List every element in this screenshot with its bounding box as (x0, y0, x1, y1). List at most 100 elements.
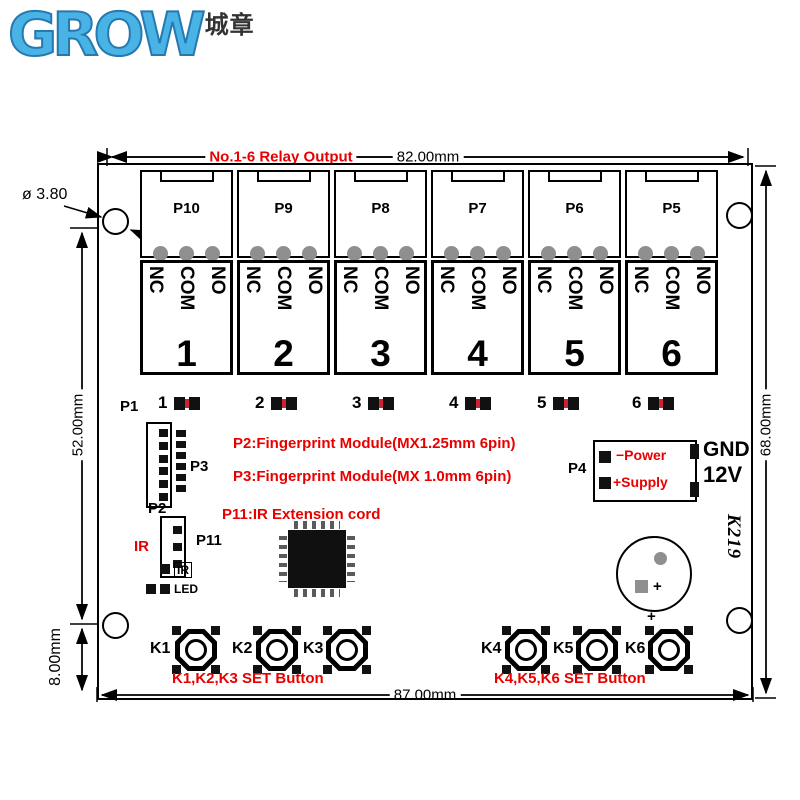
led-pad-label: LED (174, 582, 198, 596)
relay-terminal-block: NC COM NO 3 (334, 260, 427, 375)
set-button-k3 (323, 626, 371, 674)
relay-terminal-block: NC COM NO 2 (237, 260, 330, 375)
led-component (553, 396, 580, 410)
relay-connector-3: P8 NC COM NO 3 (334, 170, 427, 375)
mounting-hole-top-right (726, 202, 753, 229)
relay-pin-com: COM (273, 266, 294, 311)
relay-pin-nc: NC (242, 266, 263, 294)
button-label-k6: K6 (625, 640, 646, 657)
button-label-k3: K3 (303, 640, 324, 657)
relay-housing: P5 (625, 170, 718, 258)
relay-solder-pins (237, 246, 330, 261)
relay-slot (450, 170, 505, 182)
set-button-k4 (502, 626, 550, 674)
relay-pin-com: COM (564, 266, 585, 311)
relay-terminal-block: NC COM NO 5 (528, 260, 621, 375)
led-component (648, 396, 675, 410)
led-number: 3 (352, 393, 362, 412)
relay-number: 5 (564, 333, 585, 374)
p4-tab-bottom (690, 482, 699, 497)
led-indicator-1: 1 (158, 393, 201, 413)
p2-annotation: P2:Fingerprint Module(MX1.25mm 6pin) (233, 435, 516, 452)
relay-pin-no: NO (498, 266, 519, 295)
relay-connector-6: P5 NC COM NO 6 (625, 170, 718, 375)
k123-annotation: K1,K2,K3 SET Button (172, 670, 324, 687)
p4-label: P4 (568, 460, 587, 477)
p1-label: P1 (120, 398, 139, 415)
relay-number: 1 (176, 333, 197, 374)
mcu-chip (288, 530, 346, 588)
led-number: 5 (537, 393, 547, 412)
relay-connector-5: P6 NC COM NO 5 (528, 170, 621, 375)
hole-diameter-label: ø 3.80 (22, 186, 68, 203)
relay-port-label: P10 (173, 200, 200, 217)
p4-pin-positive (599, 477, 611, 489)
k456-annotation: K4,K5,K6 SET Button (494, 670, 646, 687)
button-label-k4: K4 (481, 640, 502, 657)
relay-pin-com: COM (467, 266, 488, 311)
12v-label: 12V (703, 462, 743, 487)
relay-housing: P10 (140, 170, 233, 258)
relay-number: 3 (370, 333, 391, 374)
relay-pin-com: COM (176, 266, 197, 311)
button-label-k2: K2 (232, 640, 253, 657)
dim-left-8mm: 8.00mm (47, 624, 65, 690)
relay-pin-no: NO (207, 266, 228, 295)
relay-pin-nc: NC (339, 266, 360, 294)
p3-label: P3 (190, 458, 209, 475)
p2-label: P2 (148, 500, 167, 517)
led-indicator-5: 5 (537, 393, 580, 413)
buzzer-plus-inner: + (653, 578, 662, 595)
relay-housing: P9 (237, 170, 330, 258)
set-button-k5 (573, 626, 621, 674)
relay-slot (644, 170, 699, 182)
relay-solder-pins (140, 246, 233, 261)
mcu-pins-left (279, 536, 287, 582)
p2-connector (146, 422, 172, 508)
ir-annotation: IR (134, 538, 149, 555)
relay-pin-com: COM (370, 266, 391, 311)
set-button-k6 (645, 626, 693, 674)
p3-connector (176, 430, 186, 492)
ir-pad-label: IR (174, 562, 192, 578)
led-component (174, 396, 201, 410)
buzzer-pin-dot (654, 552, 667, 565)
led-pad-2 (160, 584, 170, 594)
led-number: 4 (449, 393, 459, 412)
led-indicator-3: 3 (352, 393, 395, 413)
relay-port-label: P5 (662, 200, 681, 217)
p4-pin-negative (599, 451, 611, 463)
relay-pin-no: NO (401, 266, 422, 295)
p3-annotation: P3:Fingerprint Module(MX 1.0mm 6pin) (233, 468, 512, 485)
relay-housing: P6 (528, 170, 621, 258)
led-component (368, 396, 395, 410)
relay-output-annotation: No.1-6 Relay Output (205, 148, 357, 166)
mcu-pins-top (294, 521, 340, 529)
led-component (465, 396, 492, 410)
relay-terminal-block: NC COM NO 4 (431, 260, 524, 375)
relay-port-label: P6 (565, 200, 584, 217)
relay-pin-nc: NC (533, 266, 554, 294)
power-negative-label: −Power (616, 447, 667, 463)
relay-housing: P8 (334, 170, 427, 258)
relay-pin-nc: NC (436, 266, 457, 294)
led-component (271, 396, 298, 410)
p4-power-connector (593, 440, 697, 502)
board-model-label: K219 (723, 514, 744, 560)
relay-solder-pins (431, 246, 524, 261)
relay-port-label: P8 (371, 200, 390, 217)
led-number: 2 (255, 393, 265, 412)
relay-slot (353, 170, 408, 182)
buzzer-pin-square (635, 580, 648, 593)
relay-pin-nc: NC (630, 266, 651, 294)
pcb-outline (97, 163, 753, 700)
relay-pin-no: NO (692, 266, 713, 295)
led-indicator-6: 6 (632, 393, 675, 413)
relay-pin-com: COM (661, 266, 682, 311)
relay-number: 6 (661, 333, 682, 374)
mounting-hole-bottom-right (726, 607, 753, 634)
p11-annotation: P11:IR Extension cord (222, 506, 381, 523)
button-label-k5: K5 (553, 640, 574, 657)
